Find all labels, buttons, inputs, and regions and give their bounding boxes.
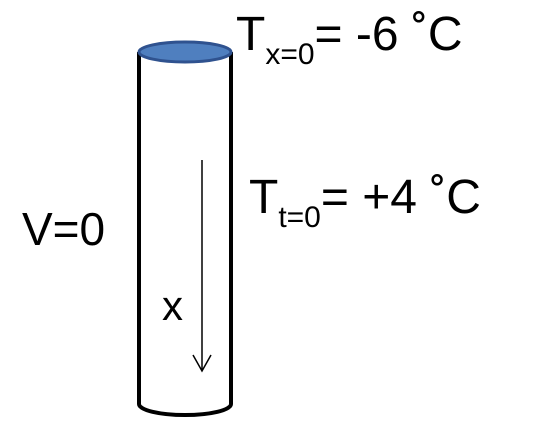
tube-top-surface [137,40,233,64]
arrow-head [192,354,212,373]
initial-temp-subscript: t=0 [278,201,321,234]
initial-temp-value: = +4 ˚C [321,171,481,224]
initial-temp-symbol: T [249,171,278,224]
velocity-label: V=0 [22,203,105,255]
boundary-temperature-label: Tx=0= -6 ˚C [236,8,463,71]
boundary-temp-subscript: x=0 [265,38,314,71]
x-axis-arrow [192,160,212,373]
tube-body [137,52,233,417]
x-axis-label: x [162,282,183,329]
boundary-temp-value: = -6 ˚C [315,8,463,61]
tube [137,40,233,417]
initial-temperature-label: Tt=0= +4 ˚C [249,171,481,234]
boundary-temp-symbol: T [236,8,265,61]
